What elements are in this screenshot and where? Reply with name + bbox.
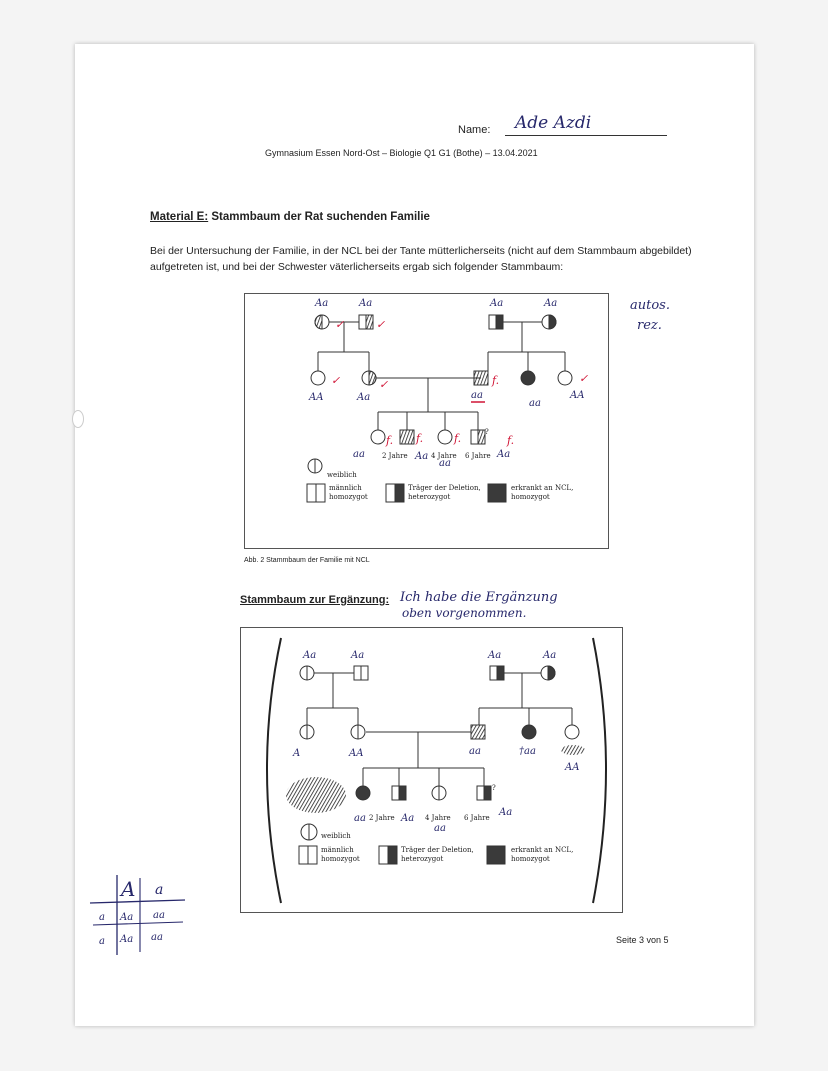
material-paragraph: Bei der Untersuchung der Familie, in der… [150, 245, 692, 273]
geno-2-gen2-c: aa [469, 746, 481, 757]
pedigree-2-gen2 [299, 724, 580, 740]
geno-2-gen1-m2: Aa [487, 650, 501, 661]
geno-2-gen3-c: aa [434, 823, 446, 834]
material-heading-title: Stammbaum der Rat suchenden Familie [211, 211, 430, 223]
supplement-note-2: oben vorgenommen. [402, 606, 527, 620]
geno-2-gen3-a: aa [354, 813, 366, 824]
margin-note-2: rez. [637, 318, 662, 333]
geno-1-gen3-d: Aa [496, 449, 510, 460]
pedigree-2-gen1 [299, 665, 556, 681]
punnett-left-a: a [99, 912, 105, 923]
pedigree-2-gen3 [286, 745, 585, 813]
geno-2-gen1-f: Aa [302, 650, 316, 661]
geno-2-gen2-a: A [292, 748, 300, 759]
legend-affected-2: erkrankt an NCL, [511, 846, 573, 854]
red-check-1: ✓ [335, 318, 345, 331]
supplement-note-1: Ich habe die Ergänzung [400, 590, 558, 605]
geno-1-gen2-a: AA [308, 392, 323, 403]
question-mark-2: ? [492, 784, 496, 792]
name-signature: Ade Azdi [515, 113, 592, 133]
geno-1-gen1-m: Aa [358, 298, 372, 309]
pedigree-figure-1: Aa Aa Aa Aa AA Aa aa aa AA aa Aa aa Aa ✓… [244, 293, 609, 549]
material-heading-prefix: Material E: [150, 211, 209, 223]
red-mark-5: f. [506, 434, 514, 447]
pedigree-1-gen3 [370, 429, 486, 445]
age-6-label-2: 6 Jahre [464, 814, 490, 822]
pedigree-2-svg: Aa Aa Aa Aa A AA aa †aa AA aa Aa aa Aa ?… [266, 637, 607, 904]
red-mark-4: f. [453, 432, 461, 445]
punnett-cell-1: Aa [119, 912, 133, 923]
pedigree-1-gen2 [310, 370, 573, 386]
material-heading: Material E: Stammbaum der Rat suchenden … [150, 211, 430, 223]
geno-1-gen2-b: Aa [356, 392, 370, 403]
red-check-2: ✓ [376, 318, 386, 331]
geno-2-gen2-d: †aa [519, 746, 536, 757]
pedigree-figure-2: Aa Aa Aa Aa A AA aa †aa AA aa Aa aa Aa ?… [240, 627, 623, 913]
geno-2-gen2-e: AA [564, 762, 579, 773]
punnett-cell-4: aa [151, 932, 163, 943]
geno-2-gen3-b: Aa [400, 813, 414, 824]
legend-affected: erkrankt an NCL, [511, 484, 573, 492]
question-mark-1: ? [485, 428, 489, 436]
age-2-label-2: 2 Jahre [369, 814, 395, 822]
geno-1-gen3-c: aa [439, 458, 451, 469]
worksheet-page [75, 44, 754, 1026]
name-label: Name: [458, 124, 491, 136]
punnett-top-A: A [119, 877, 135, 901]
age-4-label-1: 4 Jahre [431, 452, 457, 460]
age-4-label-2: 4 Jahre [425, 814, 451, 822]
legend-homozygous-3: homozygot [321, 855, 360, 863]
age-6-label-1: 6 Jahre [465, 452, 491, 460]
geno-2-gen3-d: Aa [498, 807, 512, 818]
punnett-left-a2: a [99, 936, 105, 947]
legend-carrier-2: Träger der Deletion, [401, 846, 474, 854]
name-line [505, 135, 667, 136]
legend-homozygous: homozygot [329, 493, 368, 501]
red-check-5: ✓ [579, 372, 589, 385]
red-mark-3: f. [415, 432, 423, 445]
legend-male-2: männlich [321, 846, 354, 854]
geno-1-gen2-d: aa [529, 398, 541, 409]
supplement-heading: Stammbaum zur Ergänzung: [240, 594, 390, 606]
figure-caption: Abb. 2 Stammbaum der Familie mit NCL [244, 557, 370, 564]
page-number: Seite 3 von 5 [616, 935, 669, 945]
legend-female: weiblich [327, 471, 357, 479]
punnett-cell-3: Aa [119, 934, 133, 945]
geno-1-gen1-f: Aa [314, 298, 328, 309]
red-check-3: ✓ [331, 374, 341, 387]
geno-1-gen2-c: aa [471, 390, 483, 401]
geno-1-gen1-m2: Aa [489, 298, 503, 309]
legend-heterozygous: heterozygot [408, 493, 451, 501]
geno-2-gen1-f2: Aa [542, 650, 556, 661]
punnett-top-a: a [155, 882, 163, 898]
legend-carrier: Träger der Deletion, [408, 484, 481, 492]
geno-2-gen2-b: AA [348, 748, 363, 759]
school-line: Gymnasium Essen Nord-Ost – Biologie Q1 G… [265, 148, 538, 158]
red-check-4: ✓ [379, 378, 389, 391]
geno-1-gen1-f2: Aa [543, 298, 557, 309]
pedigree-1-gen1 [314, 314, 557, 330]
pedigree-1-svg: Aa Aa Aa Aa AA Aa aa aa AA aa Aa aa Aa ✓… [306, 298, 589, 503]
punnett-cell-2: aa [153, 910, 165, 921]
punnett-square: A a a a Aa aa Aa aa [89, 875, 186, 955]
legend-male: männlich [329, 484, 362, 492]
red-mark-1: f. [491, 374, 499, 387]
geno-1-gen3-b: Aa [414, 451, 428, 462]
legend-female-2: weiblich [321, 832, 351, 840]
geno-1-gen3-a: aa [353, 449, 365, 460]
red-mark-2: f. [385, 434, 393, 447]
margin-note-1: autos. [630, 298, 670, 313]
legend-heterozygous-2: heterozygot [401, 855, 444, 863]
geno-1-gen2-e: AA [569, 390, 584, 401]
legend-homozygous-4: homozygot [511, 855, 550, 863]
legend-homozygous-2: homozygot [511, 493, 550, 501]
punch-hole [72, 410, 84, 428]
geno-2-gen1-m: Aa [350, 650, 364, 661]
age-2-label-1: 2 Jahre [382, 452, 408, 460]
